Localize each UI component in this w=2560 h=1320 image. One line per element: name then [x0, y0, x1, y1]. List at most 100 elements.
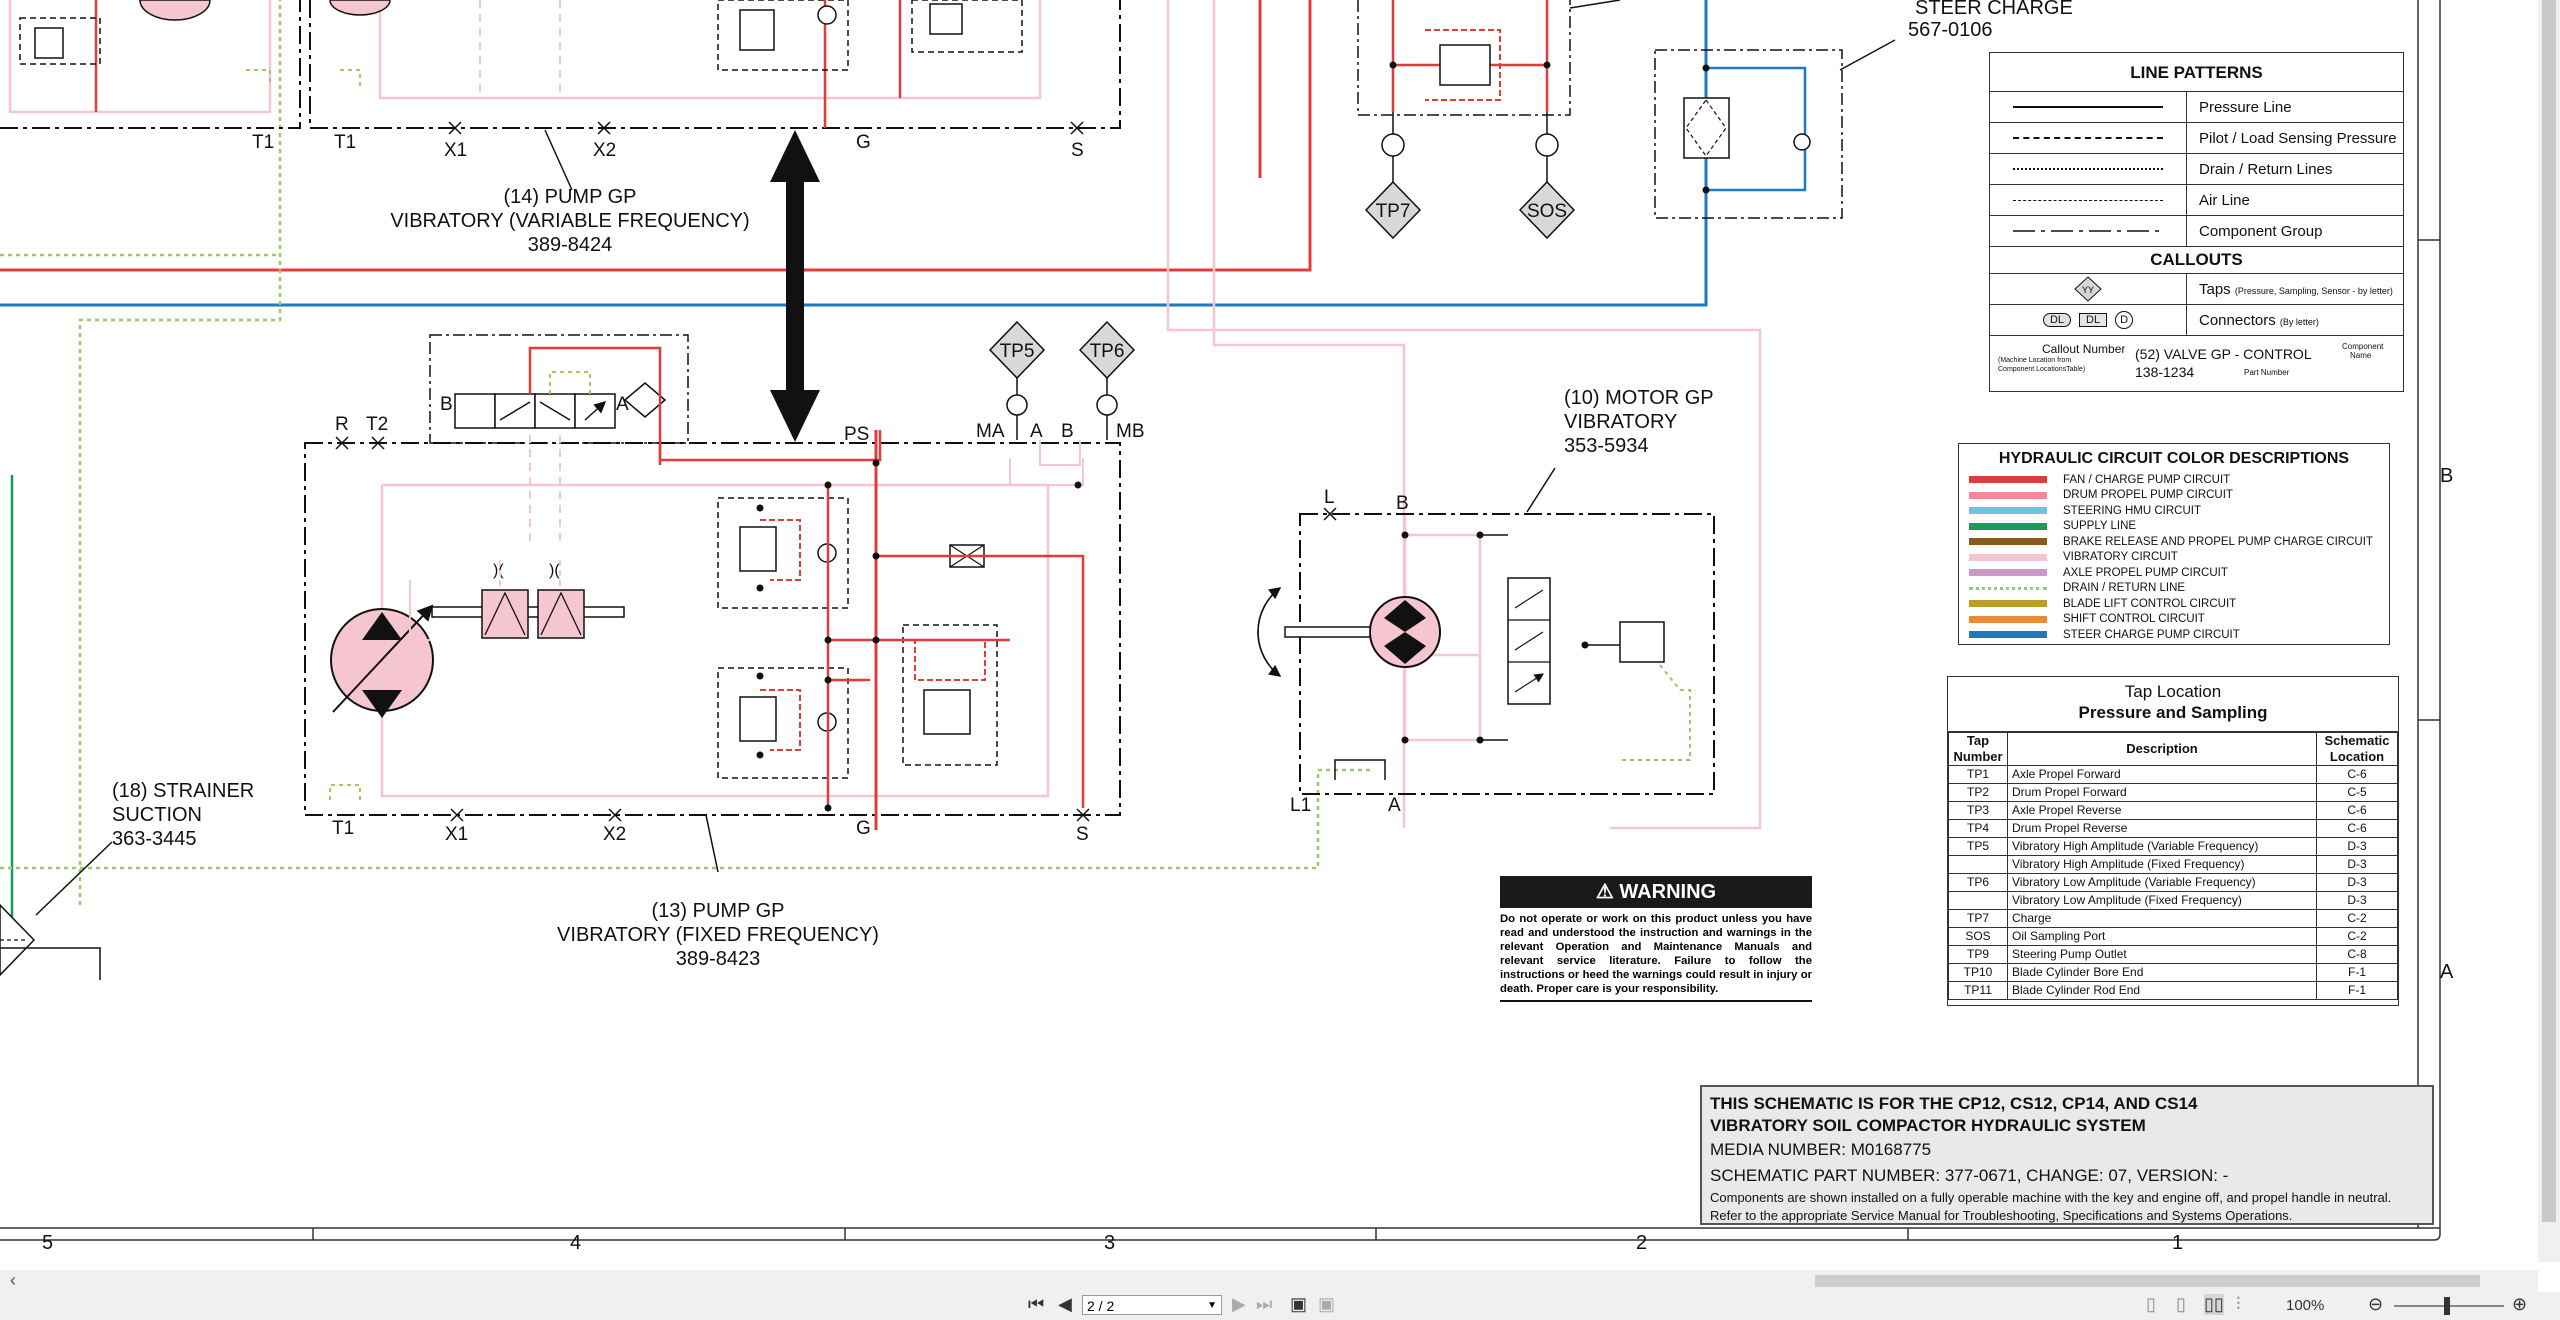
- vibratory-line-upper: [1166, 0, 1762, 830]
- vertical-scrollbar[interactable]: [2538, 0, 2560, 1262]
- table-row: Vibratory Low Amplitude (Fixed Frequency…: [1948, 891, 2398, 910]
- color-legend-label: STEER CHARGE PUMP CIRCUIT: [2063, 628, 2240, 641]
- circuit-color-legend: HYDRAULIC CIRCUIT COLOR DESCRIPTIONS FAN…: [1958, 443, 2390, 645]
- horizontal-scrollbar-thumb[interactable]: [1815, 1275, 2480, 1287]
- book-view-icon[interactable]: ⫶: [2236, 1294, 2241, 1314]
- strainer-18-group: (18) STRAINER SUCTION 363-3445: [0, 780, 254, 980]
- zoom-out-icon[interactable]: ⊖: [2368, 1294, 2384, 1314]
- tap-cell-loc: C-2: [2316, 927, 2398, 946]
- zoom-slider-handle[interactable]: [2444, 1297, 2450, 1315]
- steer-charge-title: STEER CHARGE: [1915, 0, 2073, 19]
- color-legend-row: STEER CHARGE PUMP CIRCUIT: [1959, 627, 2389, 643]
- color-legend-label: FAN / CHARGE PUMP CIRCUIT: [2063, 473, 2231, 486]
- zoom-in-icon[interactable]: ⊕: [2512, 1294, 2528, 1314]
- vertical-scrollbar-thumb[interactable]: [2542, 0, 2556, 1222]
- port-l: L: [1324, 487, 1335, 508]
- tap-cell-loc: C-6: [2316, 819, 2398, 838]
- tap-cell-loc: D-3: [2316, 855, 2398, 874]
- tap-cell-loc: F-1: [2316, 981, 2398, 1000]
- tap-table-title: Tap Location Pressure and Sampling: [1948, 677, 2398, 732]
- tap-table-title1: Tap Location: [2124, 682, 2222, 701]
- first-page-icon[interactable]: ⏮: [1028, 1294, 1045, 1314]
- horizontal-scrollbar[interactable]: ‹: [0, 1270, 2538, 1292]
- tap-cell-desc: Steering Pump Outlet: [2007, 945, 2317, 964]
- zone-a: A: [2440, 961, 2454, 983]
- color-legend-row: STEERING HMU CIRCUIT: [1959, 503, 2389, 519]
- warning-box: ⚠ WARNING Do not operate or work on this…: [1500, 876, 1812, 1002]
- port-mb: MB: [1116, 421, 1145, 442]
- callout-example: Callout Number (Machine Location from Co…: [1990, 335, 2403, 392]
- port-a-motor: A: [1388, 795, 1401, 816]
- tap-tp6: TP6: [1090, 341, 1125, 362]
- page-dropdown-icon[interactable]: ▼: [1207, 1300, 1217, 1311]
- port-l1: L1: [1290, 795, 1311, 816]
- page-layout-icon[interactable]: ▣: [1290, 1294, 1308, 1314]
- scroll-left-arrow-icon[interactable]: ‹: [10, 1270, 16, 1290]
- lp-pilot: Pilot / Load Sensing Pressure: [1990, 122, 2403, 153]
- zone-b: B: [2440, 465, 2453, 487]
- color-legend-title: HYDRAULIC CIRCUIT COLOR DESCRIPTIONS: [1998, 450, 2350, 467]
- tap-cell-desc: Charge: [2007, 909, 2317, 928]
- media-number: MEDIA NUMBER: M0168775: [1710, 1140, 1932, 1159]
- drawing-frame: [0, 0, 2441, 1241]
- previous-page-icon[interactable]: ◀: [1058, 1294, 1072, 1314]
- strainer-18-title: (18) STRAINER: [112, 780, 254, 802]
- two-page-view-icon[interactable]: ▯▯: [2204, 1294, 2224, 1315]
- tap-cell-desc: Blade Cylinder Rod End: [2007, 981, 2317, 1000]
- color-legend-row: FAN / CHARGE PUMP CIRCUIT: [1959, 472, 2389, 488]
- continuous-view-icon[interactable]: ▯: [2176, 1294, 2186, 1314]
- two-page-icon[interactable]: ▣: [1318, 1294, 1336, 1314]
- tap-symbol-label: YY: [2082, 285, 2094, 295]
- taps-label: Taps: [2199, 280, 2231, 298]
- strainer-18-part: 363-3445: [112, 828, 197, 850]
- port-b-valve: B: [440, 394, 453, 415]
- lp-pressure: Pressure Line: [1990, 91, 2403, 122]
- motor-10-part: 353-5934: [1564, 435, 1649, 457]
- test-taps: TP5 TP6 TP7 SOS: [988, 112, 1576, 466]
- tap-cell-tap: TP2: [1948, 783, 2008, 802]
- page-number-field[interactable]: 2 / 2 ▼: [1082, 1295, 1222, 1315]
- circuit-lines: [0, 0, 1762, 945]
- viewer-status-bar: ⏮ ◀ 2 / 2 ▼ ▶ ⏭ ▣ ▣ ▯ ▯ ▯▯ ⫶ 100% ⊖ ⊕: [0, 1292, 2560, 1320]
- component-name-label: Component: [2342, 342, 2384, 351]
- color-legend-label: BLADE LIFT CONTROL CIRCUIT: [2063, 597, 2237, 610]
- warning-icon: ⚠: [1595, 881, 1614, 903]
- tap-cell-tap: TP11: [1948, 981, 2008, 1000]
- color-legend-row: BRAKE RELEASE AND PROPEL PUMP CHARGE CIR…: [1959, 534, 2389, 550]
- warning-title: WARNING: [1619, 881, 1717, 903]
- zoom-slider[interactable]: [2394, 1297, 2504, 1315]
- port-b-motor: B: [1396, 493, 1409, 514]
- tap-cell-desc: Vibratory High Amplitude (Fixed Frequenc…: [2007, 855, 2317, 874]
- tap-cell-loc: F-1: [2316, 963, 2398, 982]
- tap-cell-tap: [1948, 891, 2008, 910]
- port-g-bottom: G: [856, 818, 871, 839]
- callout-number-label: Callout Number: [2042, 342, 2126, 356]
- color-swatch: [1969, 615, 2047, 623]
- connector-dl-2: DL: [2079, 313, 2108, 327]
- color-legend-label: BRAKE RELEASE AND PROPEL PUMP CHARGE CIR…: [2063, 535, 2373, 548]
- zoom-level[interactable]: 100%: [2286, 1297, 2325, 1314]
- color-legend-row: DRUM PROPEL PUMP CIRCUIT: [1959, 488, 2389, 504]
- motor-10-subtitle: VIBRATORY: [1564, 411, 1677, 433]
- last-page-icon[interactable]: ⏭: [1256, 1294, 1273, 1314]
- port-ps: PS: [844, 424, 869, 445]
- table-row: Vibratory High Amplitude (Fixed Frequenc…: [1948, 855, 2398, 874]
- callout-example-name: (52) VALVE GP - CONTROL: [2135, 346, 2312, 362]
- lp-drain: Drain / Return Lines: [1990, 153, 2403, 184]
- port-ma: MA: [976, 421, 1005, 442]
- color-swatch: [1969, 586, 2047, 590]
- tap-cell-tap: SOS: [1948, 927, 2008, 946]
- note-line2: Refer to the appropriate Service Manual …: [1710, 1208, 2293, 1223]
- next-page-icon[interactable]: ▶: [1232, 1294, 1246, 1314]
- lp-air: Air Line: [1990, 184, 2403, 215]
- tap-cell-tap: TP3: [1948, 801, 2008, 820]
- tap-sos: SOS: [1527, 201, 1567, 222]
- single-page-view-icon[interactable]: ▯: [2146, 1294, 2156, 1314]
